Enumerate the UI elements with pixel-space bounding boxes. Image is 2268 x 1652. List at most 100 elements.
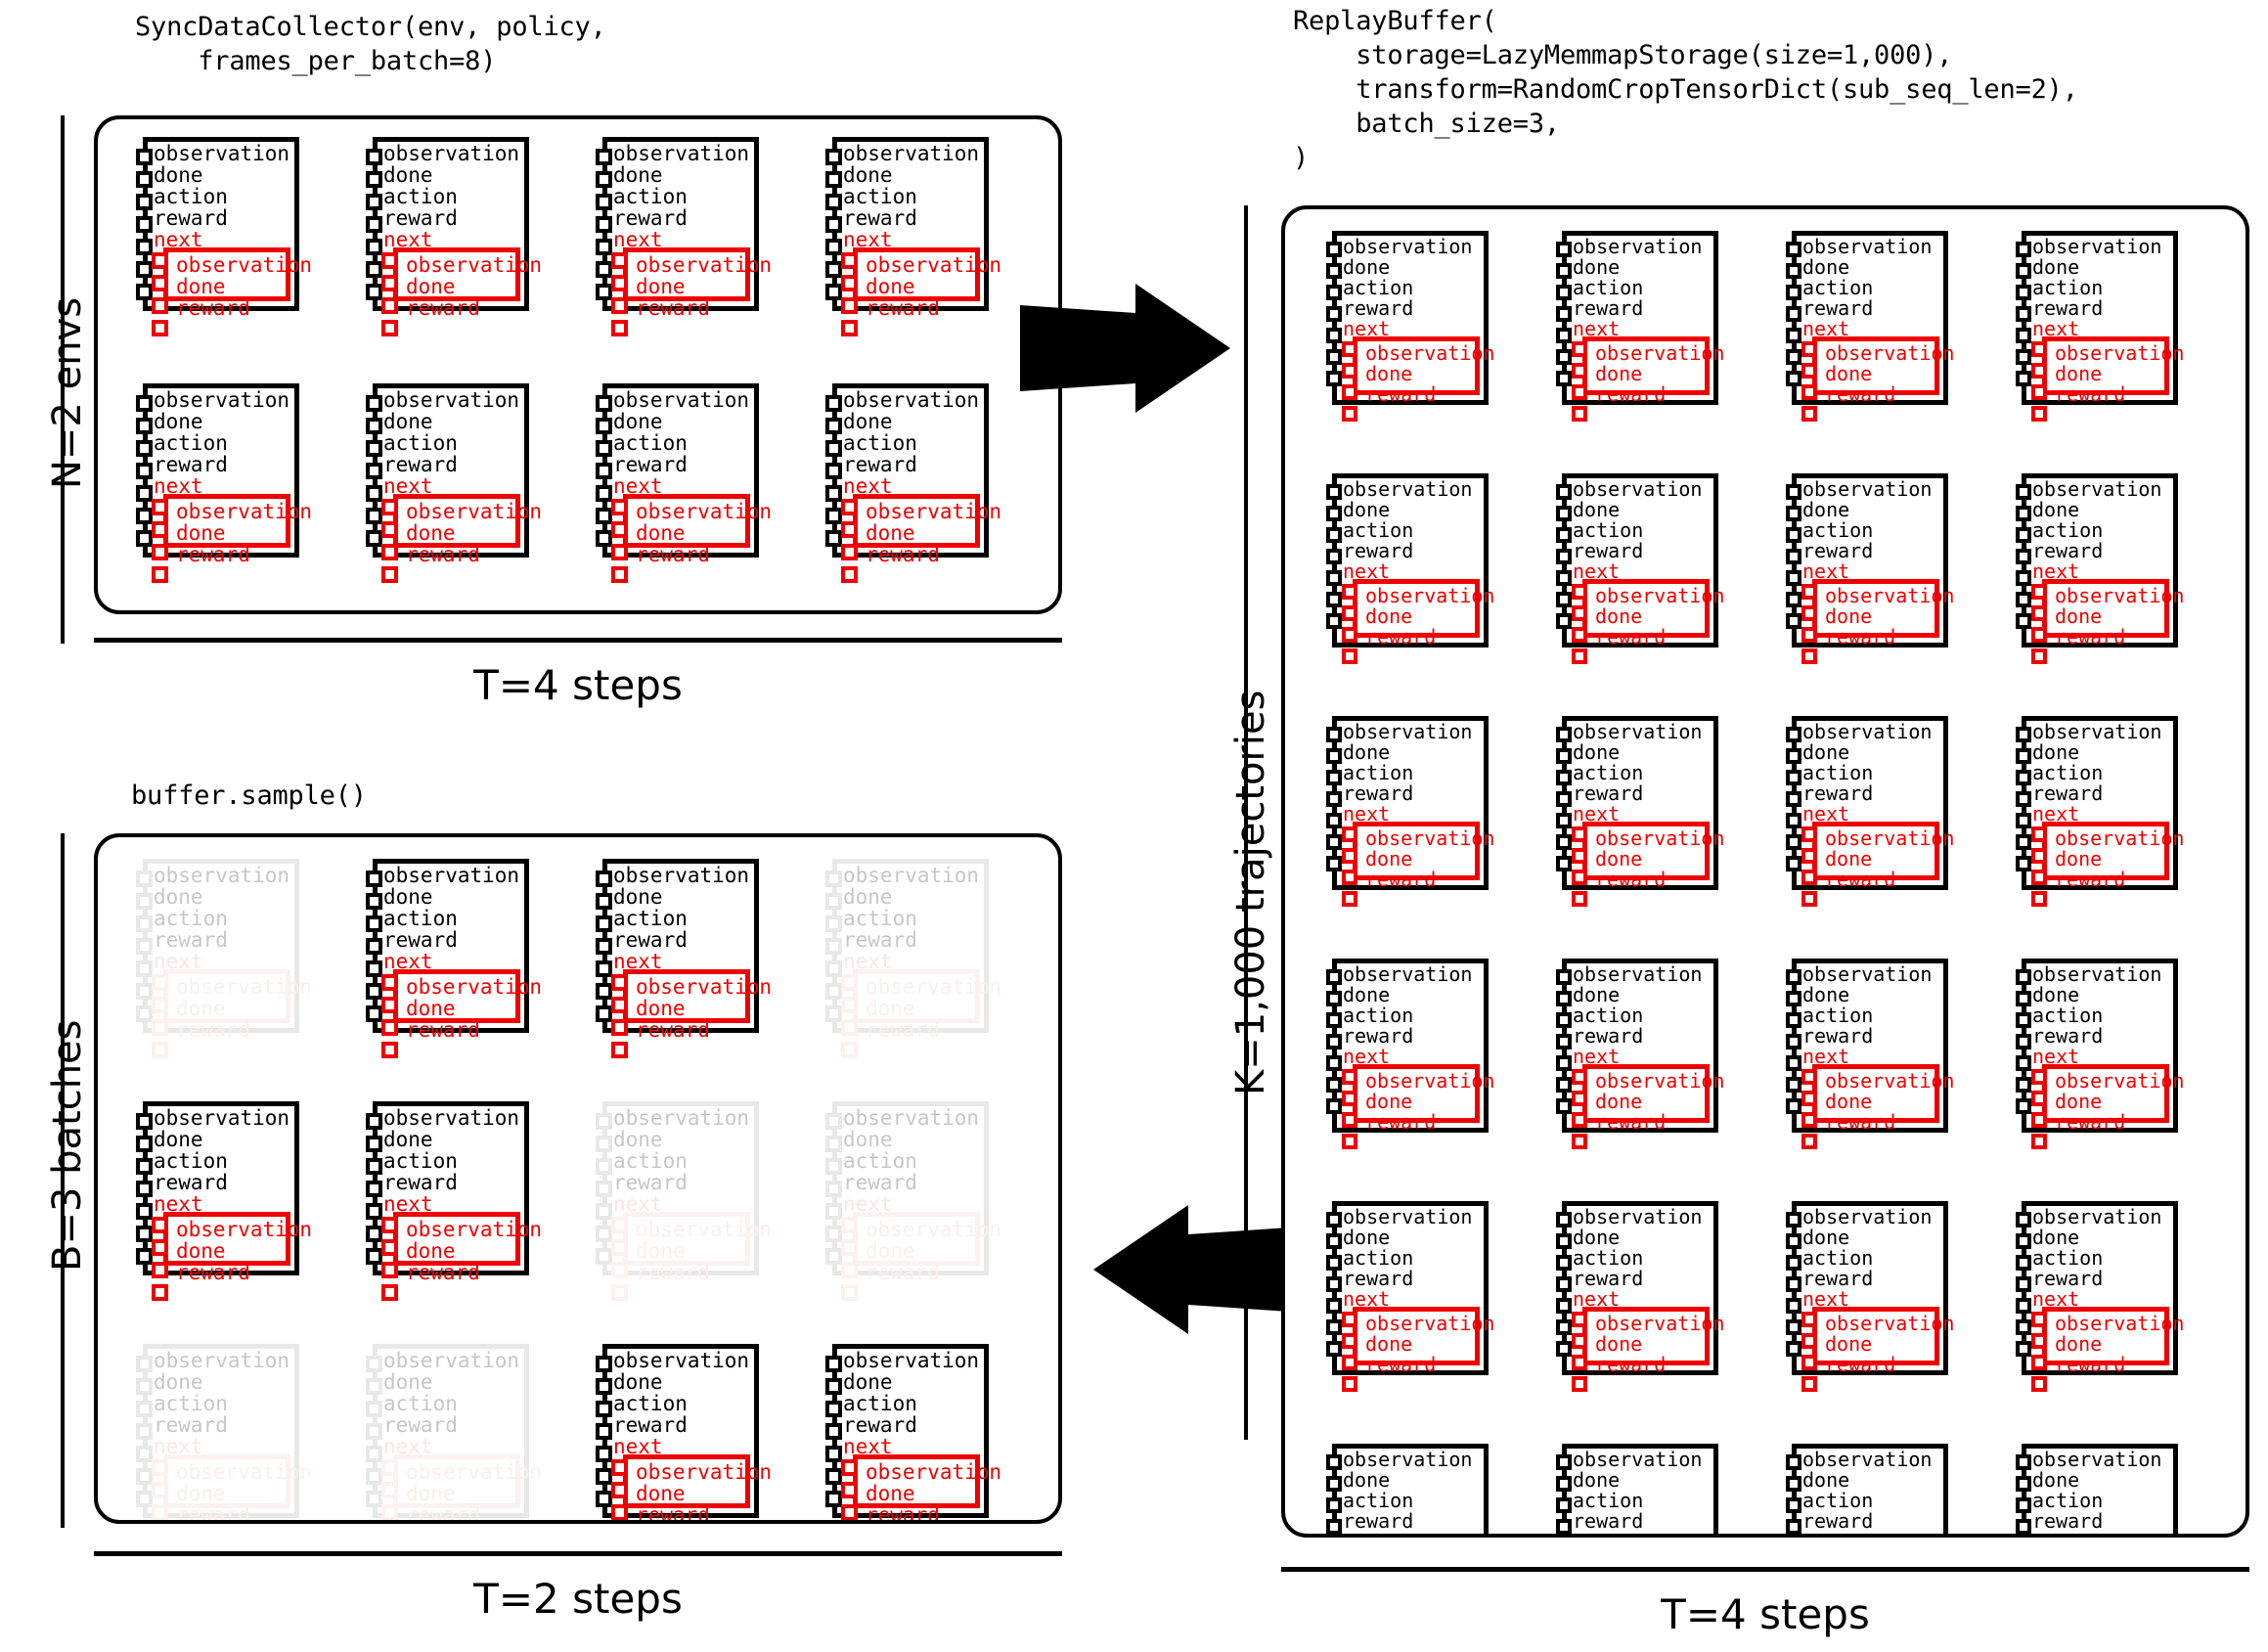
cell-nested-connector-nub [152, 1262, 168, 1278]
cell-connector-nub [366, 983, 382, 1000]
tensordict-key-reward: reward [843, 1171, 917, 1194]
cell-connector-nub [2016, 791, 2031, 807]
tensordict-key-reward: reward [154, 928, 228, 952]
cell-nested-connector-nub [152, 1019, 168, 1036]
tensordict-key-next: next [1802, 317, 1850, 340]
cell-nested-connector-nub [1801, 341, 1817, 357]
tensordict-key-reward: reward [383, 453, 458, 476]
cell-connector-nub [136, 216, 153, 233]
cell-nested-connector-nub [152, 1284, 168, 1301]
cell-connector-nub [825, 149, 842, 165]
cell-nested-connector-nub [381, 1042, 398, 1058]
tensordict-nested-key-done: done [636, 275, 686, 298]
tensordict-cell: observationdoneactionrewardnextobservati… [1326, 1444, 1489, 1534]
tensordict-key-next: next [1343, 559, 1391, 583]
cell-connector-nub [1326, 969, 1342, 985]
tensordict-key-observation: observation [383, 142, 520, 165]
tensordict-nested-key-observation: observation [1825, 1312, 1955, 1335]
cell-connector-nub [366, 1491, 382, 1507]
tensordict-key-done: done [1343, 1226, 1391, 1249]
tensordict-nested-key-done: done [1365, 1090, 1413, 1113]
tensordict-nested-key-done: done [636, 1482, 686, 1505]
cell-nested-connector-nub [1342, 1112, 1357, 1128]
tensordict-nested-key-observation: observation [1365, 1312, 1495, 1335]
tensordict-key-observation: observation [154, 388, 290, 412]
cell-connector-nub [2016, 748, 2031, 764]
cell-nested-connector-nub [1342, 1134, 1357, 1149]
cell-connector-nub [1786, 506, 1801, 521]
tensordict-key-done: done [383, 410, 433, 433]
cell-connector-nub [1556, 1519, 1572, 1534]
tensordict-key-reward: reward [1573, 1024, 1644, 1048]
tensordict-key-reward: reward [843, 453, 917, 476]
tensordict-nested-key-done: done [406, 1239, 456, 1263]
tensordict-key-next: next [1802, 1045, 1850, 1068]
tensordict-key-observation: observation [1573, 1448, 1703, 1471]
cell-connector-nub [1326, 1233, 1342, 1249]
cell-connector-nub [1556, 991, 1572, 1006]
tensordict-key-done: done [1802, 1226, 1850, 1249]
cell-nested-connector-nub [1572, 406, 1587, 422]
cell-nested-connector-nub [1801, 648, 1817, 664]
tensordict-nested-key-reward: reward [1825, 1110, 1896, 1134]
tensordict-key-next: next [613, 1192, 663, 1216]
cell-connector-nub [136, 261, 153, 278]
cell-connector-nub [2016, 328, 2031, 343]
cell-connector-nub [2016, 1476, 2031, 1492]
cell-nested-connector-nub [152, 1482, 168, 1498]
tensordict-nested-key-reward: reward [1825, 625, 1896, 648]
tensordict-nested-key-observation: observation [1595, 341, 1725, 365]
cell-connector-nub [2016, 1055, 2031, 1071]
tensordict-key-action: action [2032, 1004, 2104, 1027]
tensordict-nested-key-observation: observation [406, 253, 543, 277]
cell-connector-nub [825, 1005, 842, 1022]
cell-connector-nub [136, 1248, 153, 1265]
tensordict-nested-key-observation: observation [1825, 1069, 1955, 1093]
cell-nested-connector-nub [381, 1239, 398, 1256]
cell-connector-nub [1786, 969, 1801, 985]
tensordict-nested-key-reward: reward [1595, 1353, 1667, 1376]
tensordict-key-done: done [613, 410, 663, 433]
tensordict-key-action: action [1573, 1246, 1644, 1270]
tensordict-key-observation: observation [2032, 1205, 2162, 1228]
cell-nested-connector-nub [1572, 363, 1587, 379]
cell-connector-nub [1556, 570, 1572, 586]
cell-connector-nub [1326, 1276, 1342, 1292]
sample-left-bracket [61, 833, 65, 1528]
cell-connector-nub [1556, 1012, 1572, 1028]
cell-connector-nub [1786, 306, 1801, 322]
cell-connector-nub [136, 1181, 153, 1197]
tensordict-key-action: action [843, 185, 917, 208]
cell-nested-connector-nub [381, 1019, 398, 1036]
tensordict-key-observation: observation [613, 864, 750, 887]
tensordict-nested-key-reward: reward [636, 1261, 710, 1284]
tensordict-nested-key-observation: observation [866, 1218, 1002, 1241]
tensordict-key-action: action [154, 1149, 228, 1173]
cell-connector-nub [2016, 1255, 2031, 1271]
tensordict-nested-key-done: done [1595, 1332, 1643, 1356]
tensordict-key-next: next [154, 950, 203, 973]
cell-nested-connector-nub [611, 252, 628, 269]
tensordict-key-action: action [1573, 518, 1644, 542]
tensordict-key-done: done [1573, 498, 1621, 521]
cell-connector-nub [825, 440, 842, 457]
tensordict-nested-key-reward: reward [636, 296, 710, 320]
cell-connector-nub [1556, 748, 1572, 764]
tensordict-nested-key-reward: reward [1595, 382, 1667, 406]
tensordict-key-reward: reward [1343, 1509, 1414, 1533]
